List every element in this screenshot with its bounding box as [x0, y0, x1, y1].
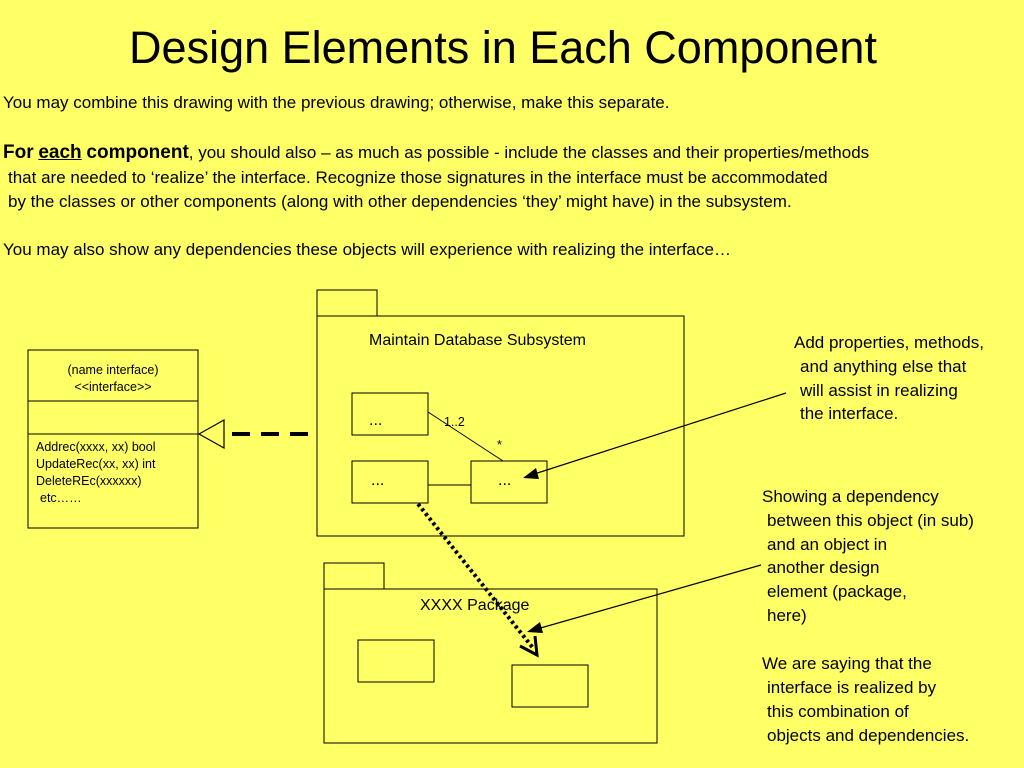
note-dependency-4: another design: [767, 558, 880, 577]
note-dependency-5: element (package,: [767, 582, 907, 601]
note-properties-1: Add properties, methods,: [794, 333, 984, 352]
intro-line-3: that are needed to ‘realize’ the interfa…: [8, 168, 828, 187]
note-properties-3: will assist in realizing: [800, 381, 958, 400]
class-label-top: ...: [369, 412, 383, 429]
callout-arrowhead-dependency: [527, 622, 543, 633]
note-dependency-1: Showing a dependency: [762, 487, 939, 506]
note-dependency-2: between this object (in sub): [767, 511, 974, 530]
interface-stereotype: <<interface>>: [74, 380, 152, 394]
interface-method-1: Addrec(xxxx, xx) bool: [36, 440, 156, 454]
note-properties-2: and anything else that: [800, 357, 967, 376]
intro-each: each: [38, 142, 82, 163]
multiplicity-top: 1..2: [444, 415, 465, 429]
class-label-right: ...: [498, 472, 512, 489]
class-box-top: [351, 392, 429, 436]
interface-name: (name interface): [67, 363, 159, 377]
note-realized-4: objects and dependencies.: [767, 726, 970, 745]
callout-arrowhead-properties: [523, 468, 539, 479]
package-class-box-left: [357, 639, 435, 683]
intro-line-2: For each component, you should also – as…: [3, 141, 869, 165]
class-box-right: [470, 460, 548, 504]
package-title: XXXX Package: [420, 597, 530, 614]
intro-line-4: by the classes or other components (alon…: [8, 192, 792, 211]
note-realized-1: We are saying that the: [762, 654, 932, 673]
note-realized-2: interface is realized by: [767, 678, 937, 697]
class-label-bottom-left: ...: [371, 472, 385, 489]
intro-line-5: You may also show any dependencies these…: [3, 240, 731, 259]
note-dependency-6: here): [767, 606, 807, 625]
interface-method-3: DeleteREc(xxxxxx): [36, 474, 142, 488]
realization-arrowhead: [197, 418, 225, 450]
xxxx-package: [323, 562, 658, 744]
intro-line-1: You may combine this drawing with the pr…: [3, 93, 670, 112]
callout-arrow-properties: [524, 392, 787, 478]
multiplicity-bottom: *: [497, 438, 502, 452]
callout-arrow-dependency: [529, 564, 762, 632]
class-box-bottom-left: [351, 460, 429, 504]
note-realized-3: this combination of: [767, 702, 909, 721]
association-line: [427, 411, 504, 462]
note-dependency-3: and an object in: [767, 535, 888, 554]
interface-method-4: etc……: [40, 491, 82, 505]
interface-box: [27, 349, 199, 529]
package-class-box-right: [511, 664, 589, 708]
interface-method-2: UpdateRec(xx, xx) int: [36, 457, 156, 471]
subsystem-title: Maintain Database Subsystem: [369, 332, 586, 349]
intro-component: component: [86, 142, 189, 163]
subsystem-package: [316, 289, 685, 537]
intro-line-2-rest: , you should also – as much as possible …: [188, 143, 870, 162]
dependency-arrowhead: [519, 635, 539, 658]
note-properties-4: the interface.: [800, 404, 899, 423]
dependency-dotted-line: [416, 502, 535, 650]
intro-for: For: [3, 142, 34, 163]
page-title: Design Elements in Each Component: [129, 22, 877, 73]
